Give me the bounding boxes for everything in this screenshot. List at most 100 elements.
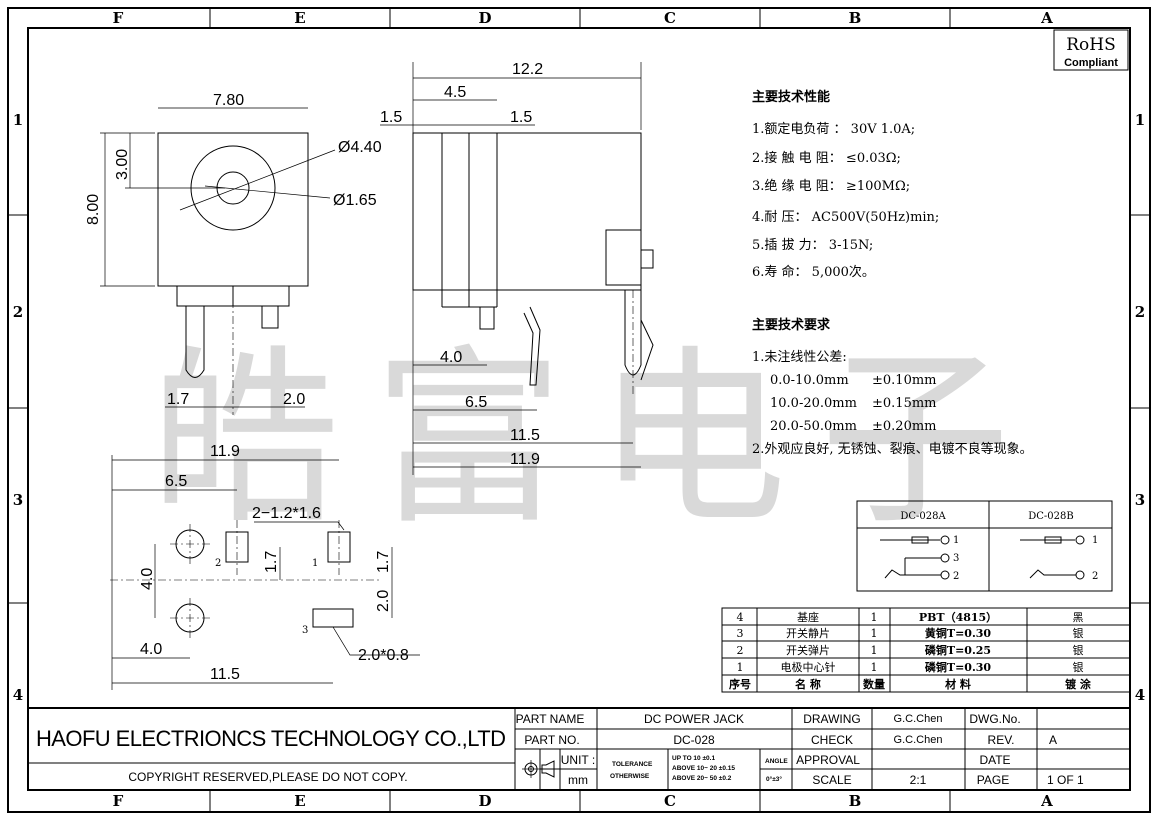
dimensions-pcb-slot2: 2.0*0.8 xyxy=(358,647,409,664)
dimensions-side-total: 12.2 xyxy=(512,61,543,78)
requirements-line1: 1.未注线性公差: xyxy=(752,350,847,365)
side-dimensions: 12.2 4.5 1.5 1.5 4.0 6.5 11.5 11.9 xyxy=(380,61,543,468)
bom-rows-2-1: 开关弹片 xyxy=(786,643,830,657)
frame-columns-1: E xyxy=(294,792,305,810)
path-mark xyxy=(523,306,541,386)
bom-rows-2-3: 磷铜T=0.25 xyxy=(925,643,991,657)
bom-rows-0-4: 黑 xyxy=(1073,611,1084,624)
bom-rows-2-2: 1 xyxy=(871,644,878,657)
title-block-part-no: DC-028 xyxy=(673,733,715,747)
copyright: COPYRIGHT RESERVED,PLEASE DO NOT COPY. xyxy=(128,770,407,784)
bom-rows-0-1: 基座 xyxy=(797,610,819,624)
bom-rows-1-2: 1 xyxy=(871,627,878,640)
bom-header-3: 材 料 xyxy=(945,677,971,691)
title-block-part-name: DC POWER JACK xyxy=(644,712,744,726)
g-mark: TOLERANCE OTHERWISE UP TO 10 ±0.1 ABOVE … xyxy=(610,755,788,783)
dimensions-pcb-17b: 1.7 xyxy=(375,551,392,573)
frame-columns-4: B xyxy=(849,792,862,810)
frame-rows-3: 4 xyxy=(13,686,23,704)
title-block-tolerance-label2: OTHERWISE xyxy=(610,773,650,780)
title-block-rev-label: REV. xyxy=(988,733,1015,747)
path-mark xyxy=(640,319,654,381)
title-block-drawing-label: DRAWING xyxy=(803,712,861,726)
front-view xyxy=(100,107,336,415)
pad-numbers: 2 1 3 xyxy=(215,558,318,636)
dimensions-pcb-40v: 4.0 xyxy=(139,568,156,590)
bom-rows-1-1: 开关静片 xyxy=(786,626,830,640)
frame-columns-0: F xyxy=(113,9,124,27)
title-block-dwg-label: DWG.No. xyxy=(969,712,1020,726)
bom-rows-1-3: 黄铜T=0.30 xyxy=(925,626,992,640)
dimensions-front-width: 7.80 xyxy=(213,92,244,109)
outer-border xyxy=(7,7,1151,813)
frame-columns-2: D xyxy=(478,9,491,27)
path-mark xyxy=(541,760,555,778)
dimensions-pin-right: 2.0 xyxy=(283,391,305,408)
requirements-tolerances-2-tol: ±0.20mm xyxy=(872,419,937,434)
circle-mark xyxy=(940,570,950,580)
frame-rows-2: 3 xyxy=(1135,491,1145,509)
rect-mark xyxy=(605,229,642,286)
company-name: HAOFU ELECTRIONCS TECHNOLOGY CO.,LTD xyxy=(36,726,506,751)
title-block-part-name-label: PART NAME xyxy=(516,712,585,726)
variants-b-pins-1: 2 xyxy=(1092,571,1098,582)
title-block-scale: 2:1 xyxy=(910,773,927,787)
circle-mark xyxy=(1075,535,1085,545)
frame-rows-2: 3 xyxy=(13,491,23,509)
bom-header-1: 名 称 xyxy=(795,677,821,691)
specs-title: 主要技术性能 xyxy=(752,89,830,105)
dimensions-pad1: 1 xyxy=(312,558,318,569)
dimensions-pcb-115: 11.5 xyxy=(210,666,240,683)
path-mark xyxy=(332,626,420,656)
variants-a-pins-0: 1 xyxy=(953,535,959,546)
variant-b-name: DC-028B xyxy=(1028,511,1073,522)
bom-rows-3-0: 1 xyxy=(737,661,744,674)
title-block-scale-label: SCALE xyxy=(812,773,851,787)
specs-items-3: 4.耐 压： AC500V(50Hz)min; xyxy=(752,210,939,225)
rect-mark xyxy=(261,305,279,329)
path-mark xyxy=(1029,569,1076,579)
title-block-part-no-label: PART NO. xyxy=(524,733,579,747)
circle-mark xyxy=(1075,570,1085,580)
circle-mark xyxy=(940,553,950,563)
title-block-unit: mm xyxy=(568,773,588,787)
requirements-tolerances-2-range: 20.0-50.0mm xyxy=(770,419,857,434)
variants-box: DC-028A DC-028B 1 3 2 1 2 xyxy=(856,500,1113,592)
title-block-unit-label: UNIT : xyxy=(561,753,595,767)
dimensions-side-115: 11.5 xyxy=(510,427,540,444)
rect-mark xyxy=(1053,29,1129,71)
pcb-dimensions: 11.9 6.5 2−1.2*1.6 4.0 1.7 1.7 2.0 4.0 1… xyxy=(139,443,409,683)
path-mark xyxy=(185,306,205,378)
dimensions-side-119: 11.9 xyxy=(510,451,540,468)
rect-mark xyxy=(312,608,354,628)
line-mark xyxy=(204,185,331,199)
circle-mark xyxy=(940,535,950,545)
bom-rows-3-1: 电极中心针 xyxy=(781,660,836,674)
dimensions-pad2: 2 xyxy=(215,558,221,569)
specs-items-2: 3.绝 缘 电 阻： ≥100MΩ; xyxy=(752,178,910,194)
rect-mark xyxy=(721,607,1131,693)
bom-rows-1-0: 3 xyxy=(737,627,744,640)
title-block-approval-label: APPROVAL xyxy=(796,753,860,767)
title-block-tol1: UP TO 10 ±0.1 xyxy=(672,755,715,762)
dimensions-pcb-20: 2.0 xyxy=(375,590,392,612)
inner-border xyxy=(27,27,1131,791)
dimensions-pin-left: 1.7 xyxy=(167,391,189,408)
title-block-tolerance-label1: TOLERANCE xyxy=(612,761,653,768)
bom-rows-3-2: 1 xyxy=(871,661,878,674)
dimensions-side-65: 6.5 xyxy=(465,394,487,411)
g-mark xyxy=(515,708,1130,790)
bom-rows-0-2: 1 xyxy=(871,611,878,624)
specs: 主要技术性能 1.额定电负荷 ： 30V 1.0A; 2.接 触 电 阻： ≤0… xyxy=(752,89,939,280)
frame-rows-1: 2 xyxy=(13,303,23,321)
requirements-tolerances-1-range: 10.0-20.0mm xyxy=(770,396,857,411)
variants-b-pins-0: 1 xyxy=(1092,535,1098,546)
projection-symbol-icon xyxy=(522,760,555,778)
requirements-line2: 2.外观应良好, 无锈蚀、裂痕、电镀不良等现象。 xyxy=(752,441,1033,457)
rect-mark xyxy=(856,500,1113,592)
